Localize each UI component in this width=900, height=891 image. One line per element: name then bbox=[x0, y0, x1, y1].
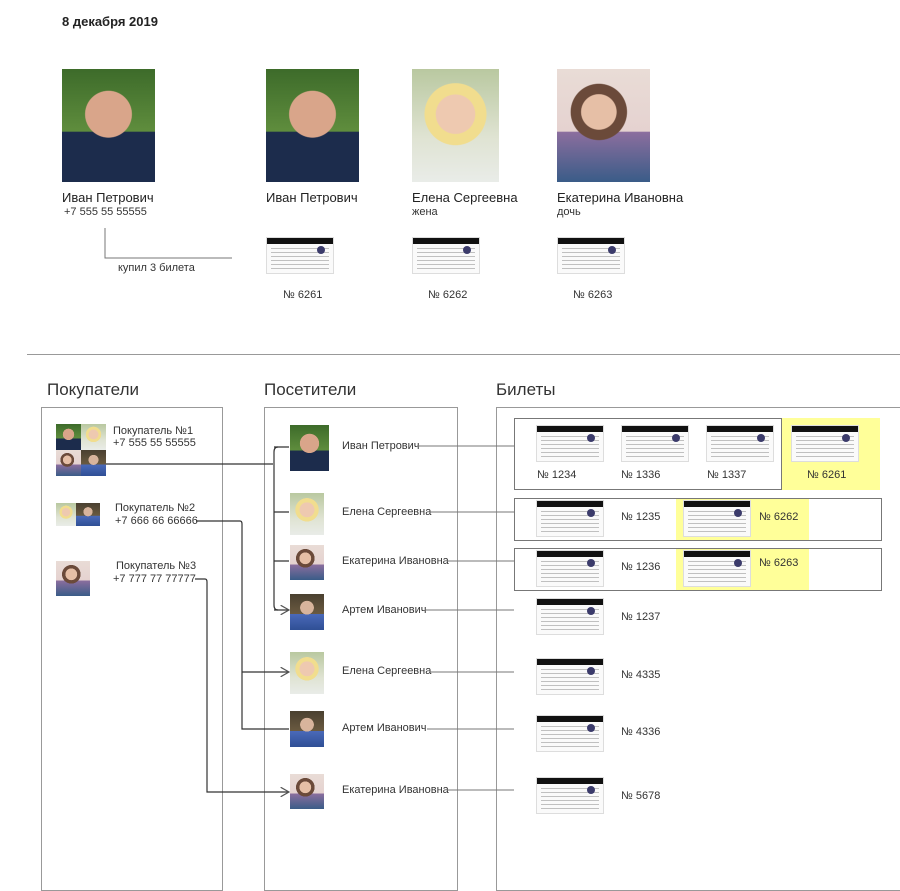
ticket-number: № 5678 bbox=[621, 790, 661, 802]
buyer-title: Покупатель №2 bbox=[115, 502, 196, 514]
ticket-number: № 4336 bbox=[621, 726, 661, 738]
visitor-role: дочь bbox=[557, 206, 581, 218]
ticket-number: № 4335 bbox=[621, 669, 661, 681]
ticket-thumbnail[interactable] bbox=[536, 777, 604, 814]
visitor-photo bbox=[290, 545, 324, 580]
buyers-header: Покупатели bbox=[47, 380, 139, 399]
buyer-phone: +7 555 55 55555 bbox=[113, 437, 196, 449]
ticket-thumbnail[interactable] bbox=[536, 658, 604, 695]
purchase-connector bbox=[104, 228, 232, 259]
ticket-number: № 1235 bbox=[621, 511, 661, 523]
ticket-thumbnail[interactable] bbox=[536, 715, 604, 752]
ticket-number: № 1336 bbox=[621, 469, 661, 481]
buyer-title: Покупатель №3 bbox=[116, 560, 197, 572]
tickets-header: Билеты bbox=[496, 380, 556, 399]
ticket-thumbnail[interactable] bbox=[683, 500, 751, 537]
visitor-photo bbox=[290, 774, 324, 809]
buyer-title: Покупатель №1 bbox=[113, 425, 194, 437]
ticket-number: № 6261 bbox=[283, 289, 323, 301]
buyer-3-connector bbox=[195, 578, 289, 792]
visitor-name: Екатерина Ивановна bbox=[557, 190, 684, 205]
visitor-photo bbox=[290, 425, 329, 471]
buyer-phone: +7 777 77 77777 bbox=[113, 573, 196, 585]
ticket-thumbnail[interactable] bbox=[536, 425, 604, 462]
buyer-photo bbox=[62, 69, 155, 182]
visitor-photo bbox=[266, 69, 359, 182]
buyer-2-connector bbox=[196, 520, 289, 730]
visitor-photo bbox=[290, 711, 324, 747]
visitor-name: Иван Петрович bbox=[342, 440, 420, 452]
visitor-role: жена bbox=[412, 206, 438, 218]
ticket-number: № 1237 bbox=[621, 611, 661, 623]
ticket-number: № 1234 bbox=[537, 469, 577, 481]
ticket-number: № 6261 bbox=[807, 469, 847, 481]
visitor-name: Елена Сергеевна bbox=[412, 190, 518, 205]
ticket-number: № 1236 bbox=[621, 561, 661, 573]
ticket-number: № 6262 bbox=[428, 289, 468, 301]
ticket-thumbnail[interactable] bbox=[621, 425, 689, 462]
ticket-thumbnail[interactable] bbox=[412, 237, 480, 274]
ticket-number: № 6262 bbox=[759, 511, 799, 523]
ticket-group-row bbox=[514, 418, 782, 490]
ticket-number: № 1337 bbox=[707, 469, 747, 481]
buyer-name: Иван Петрович bbox=[62, 190, 154, 205]
visitors-header: Посетители bbox=[264, 380, 357, 399]
ticket-thumbnail[interactable] bbox=[557, 237, 625, 274]
ticket-number: № 6263 bbox=[573, 289, 613, 301]
divider bbox=[27, 354, 900, 355]
ticket-thumbnail[interactable] bbox=[683, 550, 751, 587]
visitor-name: Екатерина Ивановна bbox=[342, 555, 449, 567]
purchase-note: купил 3 билета bbox=[118, 262, 195, 274]
visitor-photo bbox=[290, 493, 324, 535]
date-title: 8 декабря 2019 bbox=[62, 14, 158, 29]
visitor-name: Елена Сергеевна bbox=[342, 506, 432, 518]
ticket-thumbnail[interactable] bbox=[536, 550, 604, 587]
ticket-group-row bbox=[514, 498, 882, 541]
ticket-number: № 6263 bbox=[759, 557, 799, 569]
visitor-name: Артем Иванович bbox=[342, 722, 427, 734]
ticket-thumbnail[interactable] bbox=[706, 425, 774, 462]
buyer-1-photos bbox=[56, 424, 106, 476]
visitor-name: Екатерина Ивановна bbox=[342, 784, 449, 796]
visitor-photo bbox=[412, 69, 499, 182]
ticket-group-row bbox=[514, 548, 882, 591]
buyer-3-photo bbox=[56, 561, 90, 596]
ticket-thumbnail[interactable] bbox=[536, 598, 604, 635]
ticket-thumbnail[interactable] bbox=[266, 237, 334, 274]
ticket-thumbnail[interactable] bbox=[791, 425, 859, 462]
visitor-name: Артем Иванович bbox=[342, 604, 427, 616]
visitor-ticket-connectors bbox=[417, 445, 514, 791]
ticket-thumbnail[interactable] bbox=[536, 500, 604, 537]
buyer-phone: +7 666 66 66666 bbox=[115, 515, 198, 527]
visitor-photo bbox=[557, 69, 650, 182]
visitor-name: Елена Сергеевна bbox=[342, 665, 432, 677]
visitor-name: Иван Петрович bbox=[266, 190, 358, 205]
buyer-2-photos bbox=[56, 503, 100, 526]
buyer-phone: +7 555 55 55555 bbox=[64, 206, 147, 218]
